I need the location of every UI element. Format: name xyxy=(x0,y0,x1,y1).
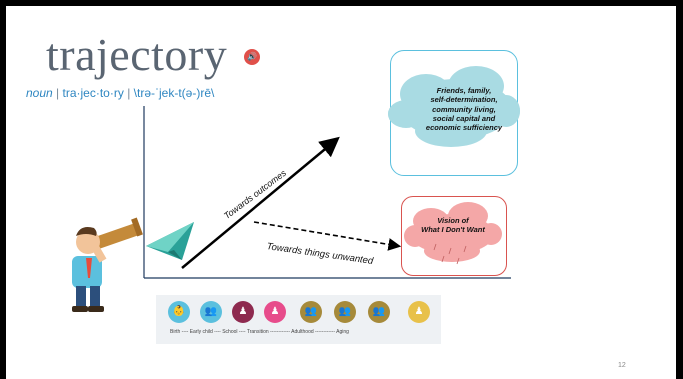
slide: trajectory 🔊 noun | tra·jec·to·ry | \trə… xyxy=(6,6,676,379)
syllables: tra·jec·to·ry xyxy=(62,86,124,100)
outcomes-text: Friends, family, self-determination, com… xyxy=(425,86,503,133)
early-child-stage-icon: 👥 xyxy=(200,301,222,323)
adulthood-stage-icon: 👥 xyxy=(334,301,356,323)
birth-stage-icon: 👶 xyxy=(168,301,190,323)
life-stage-timeline: 👶 👥 ♟ ♟ 👥 👥 👥 ♟ Birth ---- Early child -… xyxy=(156,295,441,344)
unwanted-arrow xyxy=(253,221,402,251)
outcomes-arrow xyxy=(181,136,340,269)
school-stage-icon: ♟ xyxy=(232,301,254,323)
unwanted-box xyxy=(401,196,507,276)
paper-airplane-icon xyxy=(146,222,194,260)
unwanted-text: Vision of What I Don't Want xyxy=(421,216,485,234)
pronunciation: noun | tra·jec·to·ry | \trə-ˈjek-t(ə-)rē… xyxy=(26,86,215,100)
timeline-labels: Birth ---- Early child ---- School ---- … xyxy=(170,329,349,335)
title-word: trajectory xyxy=(46,29,228,80)
speaker-icon[interactable]: 🔊 xyxy=(244,49,260,65)
transition-stage-icon: ♟ xyxy=(264,301,286,323)
person-with-telescope-icon xyxy=(72,217,143,312)
aging-stage-icon: ♟ xyxy=(408,301,430,323)
adulthood-stage-icon: 👥 xyxy=(300,301,322,323)
part-of-speech: noun xyxy=(26,86,53,100)
page-number: 12 xyxy=(618,362,626,369)
adulthood-stage-icon: 👥 xyxy=(368,301,390,323)
phonetic: \trə-ˈjek-t(ə-)rē\ xyxy=(133,86,215,100)
